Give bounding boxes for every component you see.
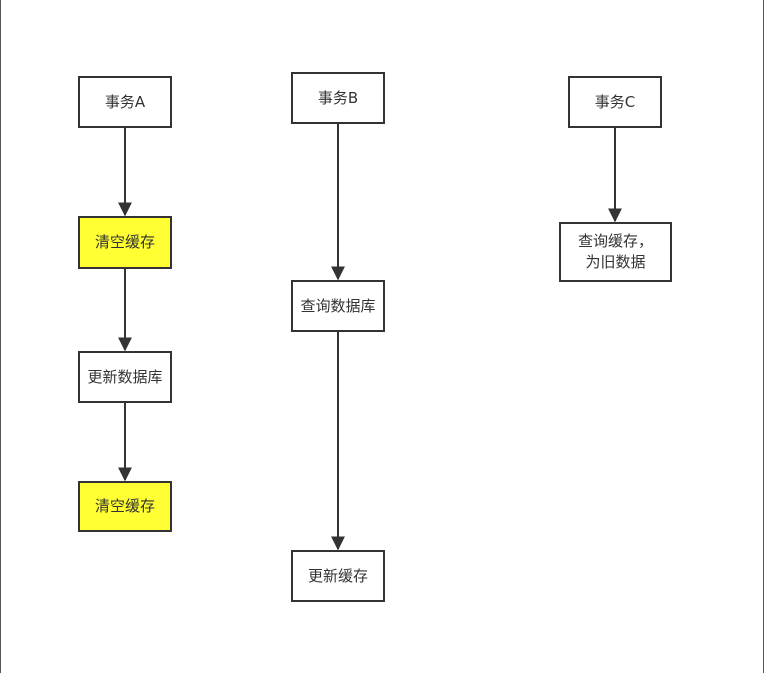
node-transaction-a: 事务A (78, 76, 172, 128)
node-label: 更新数据库 (87, 367, 163, 386)
node-label: 更新缓存 (307, 566, 368, 585)
node-label: 清空缓存 (94, 497, 155, 515)
node-b-update-cache: 更新缓存 (291, 550, 385, 602)
node-a-clear-cache-1: 清空缓存 (78, 216, 172, 269)
node-label: 查询缓存， 为旧数据 (577, 232, 653, 271)
node-c-query-cache-stale: 查询缓存， 为旧数据 (559, 222, 672, 282)
node-label: 事务B (317, 88, 359, 107)
node-transaction-c: 事务C (568, 76, 662, 128)
node-label: 事务C (594, 92, 636, 111)
node-transaction-b: 事务B (291, 72, 385, 124)
node-label: 清空缓存 (94, 233, 155, 251)
node-a-clear-cache-2: 清空缓存 (78, 481, 172, 532)
node-b-query-database: 查询数据库 (291, 280, 385, 332)
node-label: 事务A (104, 92, 146, 111)
node-a-update-database: 更新数据库 (78, 351, 172, 403)
node-label: 查询数据库 (300, 296, 376, 315)
